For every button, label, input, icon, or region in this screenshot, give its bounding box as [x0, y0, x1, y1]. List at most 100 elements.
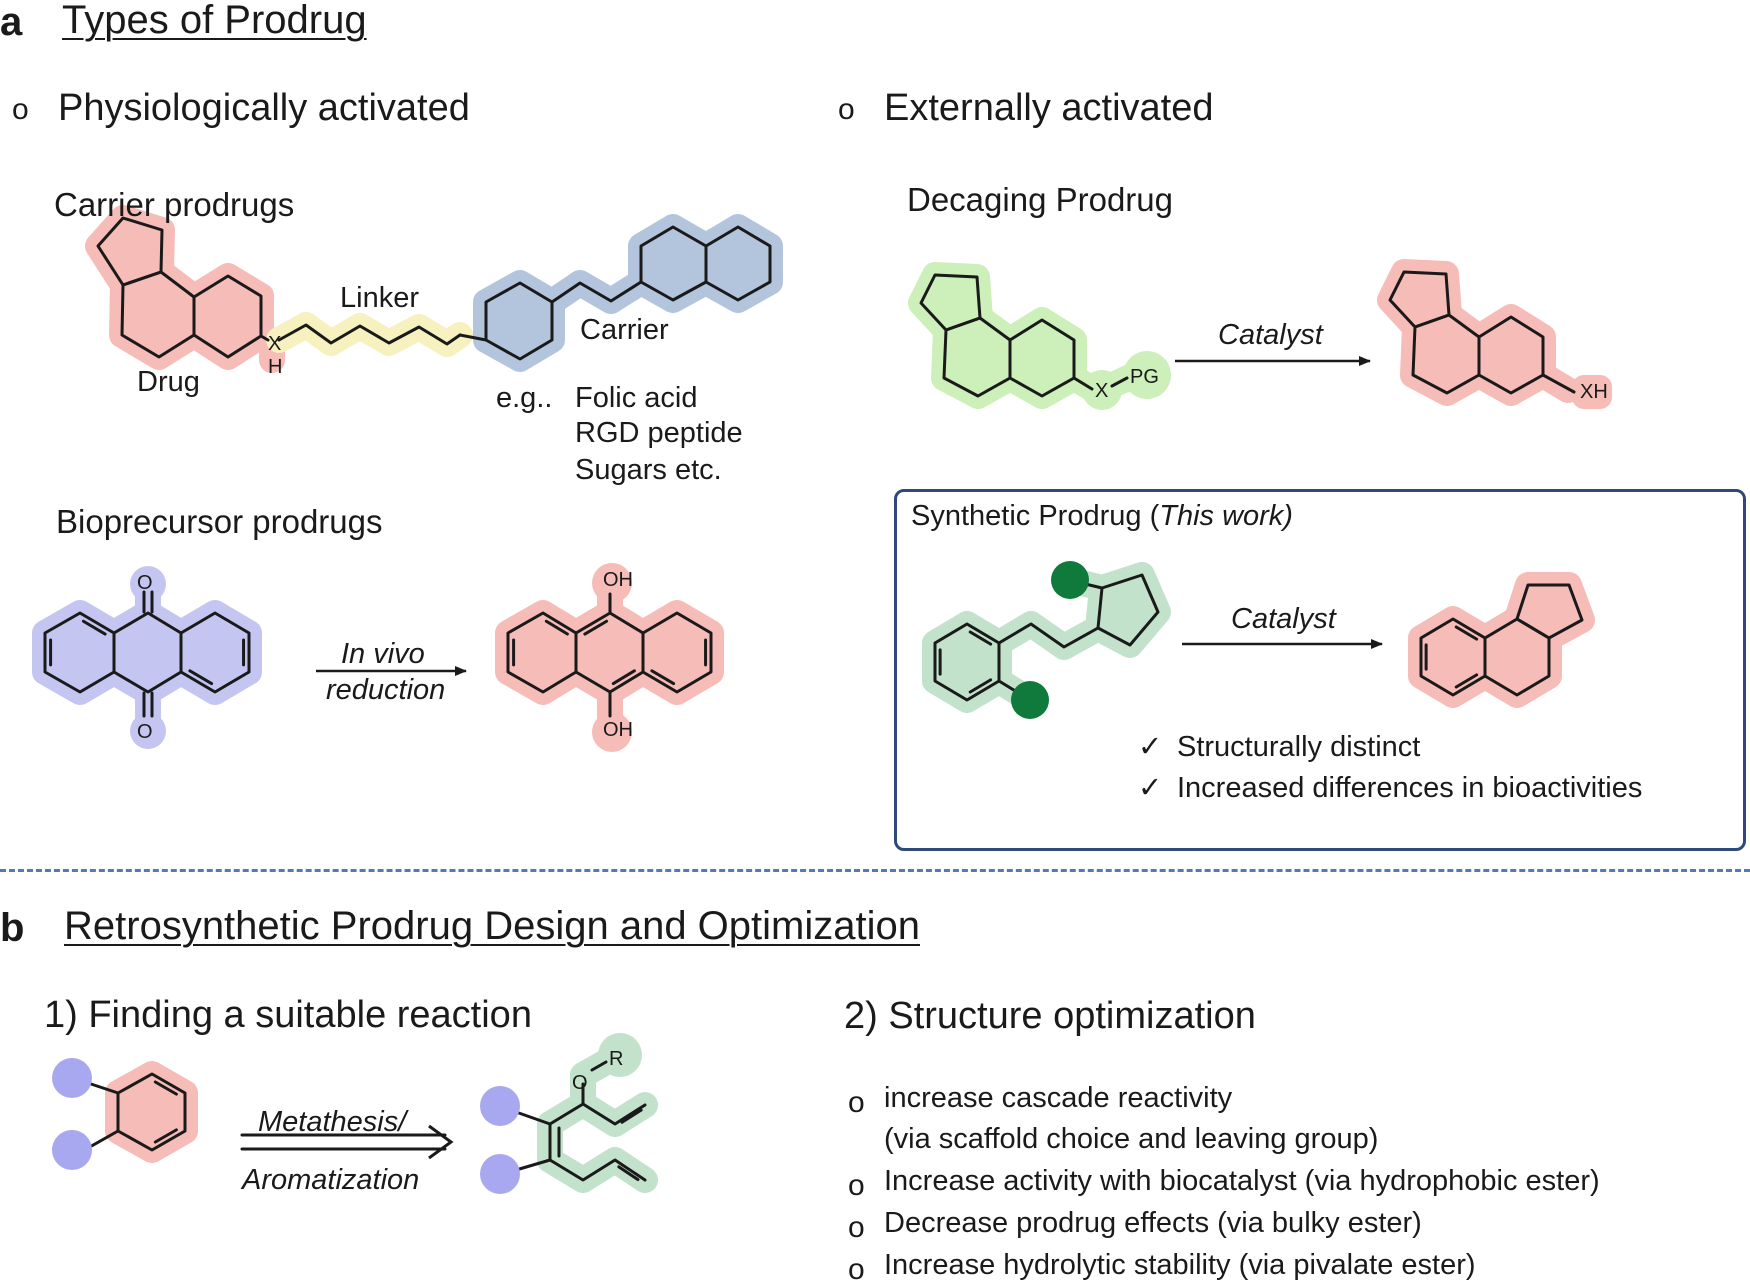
aromatic-inner-bond	[1454, 625, 1479, 641]
released-xh-highlight	[1572, 375, 1612, 409]
hydroxyl-top-dot	[592, 563, 632, 603]
optimization-bullet-2: Increase activity with biocatalyst (via …	[884, 1165, 1600, 1197]
carbonyl-o-top-dot	[130, 566, 166, 602]
precursor-upper-chain	[548, 1102, 647, 1126]
ether-r-group: R	[609, 1048, 624, 1070]
bullet-marker: o	[848, 1086, 865, 1119]
carbonyl-o-bottom-dot	[130, 713, 166, 749]
caged-pg-bond	[1110, 376, 1129, 388]
precursor-r-bond	[590, 1060, 608, 1072]
panel-b-title: Retrosynthetic Prodrug Design and Optimi…	[64, 904, 920, 948]
synthetic-prodrug-box	[894, 489, 1746, 851]
precursor-sub-bond	[514, 1158, 552, 1172]
drug-ring-c-highlight	[181, 263, 274, 370]
hydroquinone-ring-3-highlight	[630, 600, 724, 705]
bond-layer	[43, 216, 1584, 1194]
carrier-x-atom: X	[268, 333, 282, 355]
bullet-marker: o	[848, 1169, 865, 1202]
reduction-arrow-label-2: reduction	[326, 674, 446, 706]
precursor-substituent-dot-bottom	[480, 1154, 520, 1194]
decaging-pg-group: PG	[1130, 366, 1159, 388]
aromatic-inner-bond	[1454, 673, 1479, 689]
carrier-chain	[550, 280, 643, 304]
check-icon: ✓	[1138, 772, 1163, 804]
precursor-substituent-dot-top	[480, 1086, 520, 1126]
panel-a-letter: a	[0, 0, 23, 44]
panel-b-letter: b	[0, 906, 25, 950]
synthetic-title-prefix: Synthetic Prodrug (	[911, 500, 1160, 532]
decaging-title: Decaging Prodrug	[907, 181, 1173, 218]
carrier-title: Carrier prodrugs	[54, 186, 295, 223]
caging-x-dot	[1082, 370, 1122, 410]
arrow-layer	[240, 356, 1383, 1160]
hydroxyl-bottom-dot	[592, 712, 632, 752]
bullet-marker: o	[848, 1253, 865, 1286]
decaging-xh-group: XH	[1580, 381, 1608, 403]
carrier-example-2: RGD peptide	[575, 417, 743, 449]
step1-title: 1) Finding a suitable reaction	[44, 994, 532, 1036]
synthetic-catalyst-label: Catalyst	[1231, 603, 1336, 635]
aromatic-inner-bond	[81, 619, 107, 636]
precursor-r-group-dot	[598, 1033, 642, 1077]
reduction-arrow-label-1: In vivo	[341, 638, 425, 670]
hydroquinone-oh-bottom: OH	[603, 719, 633, 741]
precursor-sub-bond	[514, 1110, 552, 1126]
hydroquinone-ring-3	[641, 611, 713, 694]
synthetic-title-this-work: This work)	[1159, 500, 1293, 532]
optimization-bullet-1: increase cascade reactivity	[884, 1082, 1233, 1114]
section-divider	[0, 869, 1750, 872]
precursor-terminal-double-bond	[620, 1108, 643, 1124]
quinone-o-bottom: O	[137, 721, 153, 743]
anthraquinone-ring-3	[179, 611, 251, 694]
aromatic-inner-bond	[153, 1128, 178, 1144]
check-item-2: Increased differences in bioactivities	[1177, 772, 1643, 804]
decaging-catalyst-label: Catalyst	[1218, 319, 1323, 351]
aromatic-inner-bond	[188, 669, 214, 686]
naphthalene-ring-2	[704, 225, 772, 302]
linker-chain	[277, 323, 462, 346]
synthetic-title: Synthetic Prodrug (This work)	[911, 502, 1293, 531]
carrier-link-bond	[458, 333, 488, 342]
target-substituent-dot-top	[52, 1058, 92, 1098]
leaving-group-dot-top	[1051, 561, 1089, 599]
synthetic-cyclopentane	[1096, 573, 1160, 647]
hydroquinone-oh-top: OH	[603, 569, 633, 591]
physio-bullet: o	[12, 93, 29, 126]
carrier-h-atom: H	[268, 356, 283, 378]
anthraquinone-ring-3-highlight	[168, 600, 262, 705]
caging-pg-dot	[1123, 351, 1171, 399]
external-header: Externally activated	[884, 87, 1214, 129]
caged-x-bond	[1072, 376, 1094, 391]
drug-x-bond	[259, 334, 270, 342]
target-sub-bond	[86, 1081, 120, 1095]
precursor-lower-chain	[548, 1122, 647, 1182]
physio-header: Physiologically activated	[58, 87, 470, 129]
synthetic-chain	[997, 622, 1100, 649]
linker-label: Linker	[340, 282, 419, 314]
bioprecursor-title: Bioprecursor prodrugs	[56, 503, 383, 540]
eg-label: e.g..	[496, 382, 553, 414]
caged-cyclopentane	[919, 273, 982, 332]
carrier-example-1: Folic acid	[575, 382, 698, 414]
aromatic-inner-bond	[583, 619, 609, 636]
target-benzene-highlight	[105, 1061, 198, 1163]
check-item-1: Structurally distinct	[1177, 731, 1421, 763]
aromatic-inner-bond	[544, 619, 569, 636]
leaving-group-dot-bottom	[1011, 681, 1049, 719]
aromatic-inner-bond	[153, 1080, 178, 1096]
released-xh-bond	[1541, 373, 1576, 394]
decaging-x-atom: X	[1095, 380, 1109, 402]
aromatic-inner-bond	[968, 678, 993, 694]
precursor-terminal-double-bond	[617, 1165, 640, 1182]
aromatic-inner-bond	[650, 669, 676, 686]
metathesis-label-2: Aromatization	[242, 1164, 420, 1196]
optimization-bullet-3: Decrease prodrug effects (via bulky este…	[884, 1207, 1422, 1239]
step2-title: 2) Structure optimization	[844, 995, 1256, 1037]
carrier-label: Carrier	[580, 314, 669, 346]
product-cyclopentane	[1515, 583, 1584, 640]
check-icon: ✓	[1138, 731, 1163, 763]
released-cyclopentane	[1388, 270, 1451, 329]
external-bullet: o	[838, 93, 855, 126]
metathesis-label-1: Metathesis/	[258, 1106, 407, 1138]
